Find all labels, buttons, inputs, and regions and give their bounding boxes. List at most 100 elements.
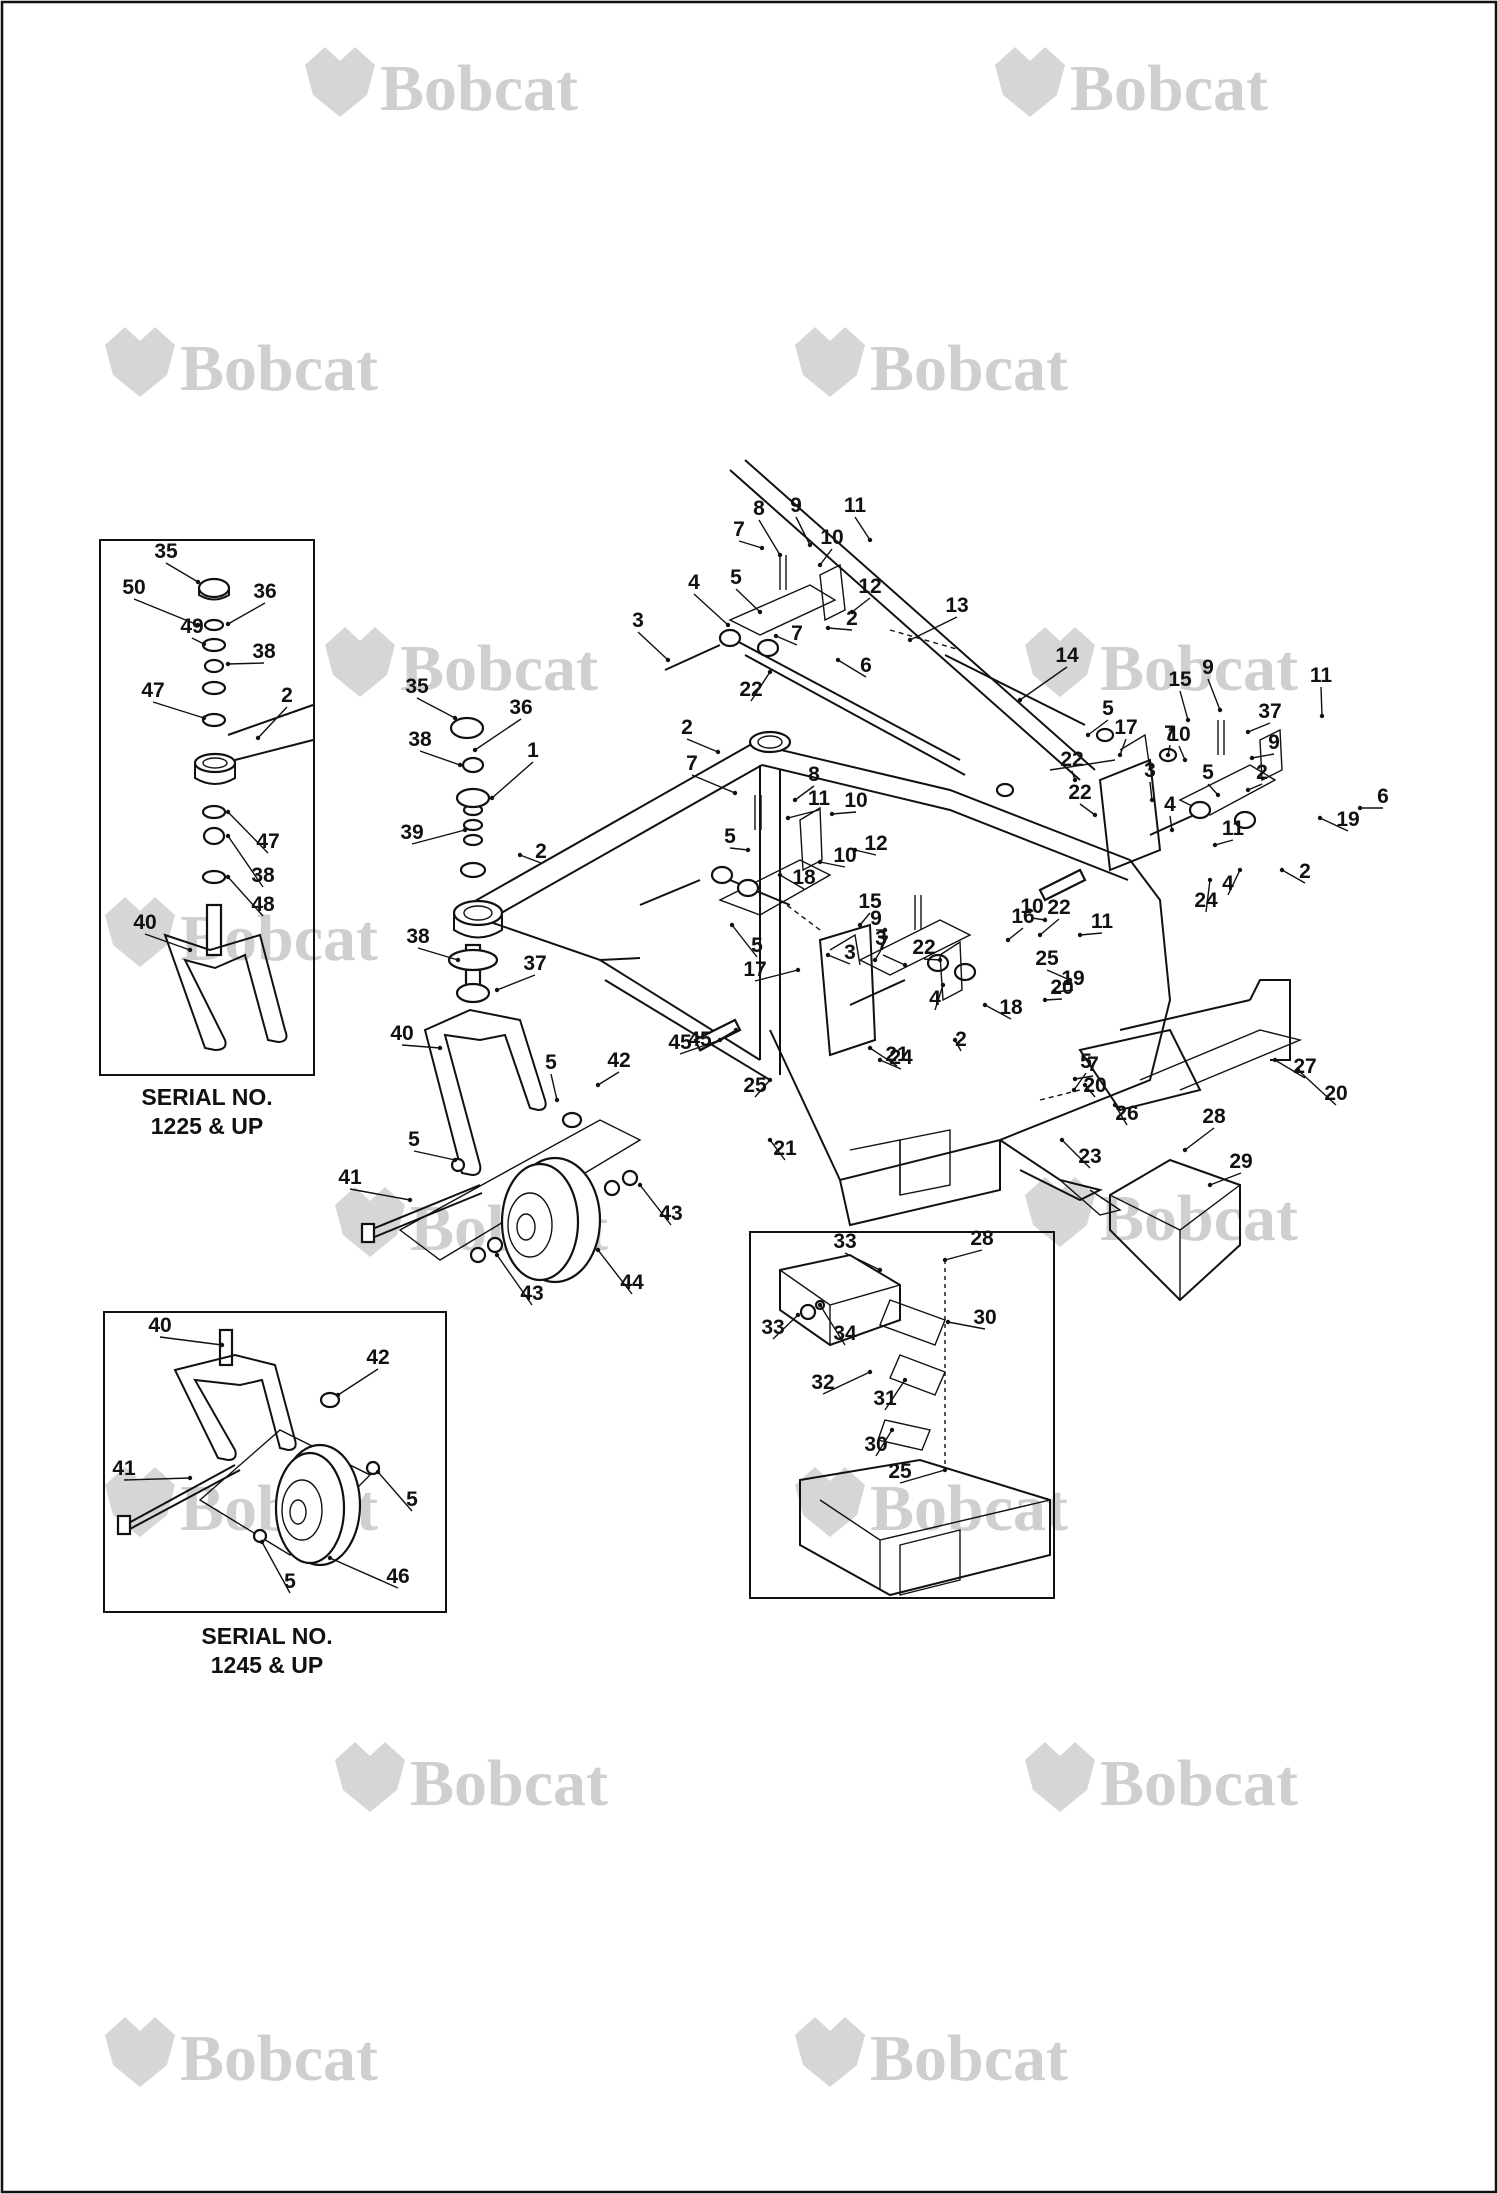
- callout-leader: [227, 662, 265, 665]
- callout-number: 38: [406, 925, 430, 948]
- callout-number: 43: [659, 1202, 682, 1225]
- callout-leader: [769, 1139, 786, 1161]
- callout-leader: [1074, 1075, 1094, 1080]
- callout-number: 12: [864, 832, 887, 855]
- cap-plug: [449, 716, 485, 740]
- callout-number: 42: [366, 1346, 389, 1369]
- callout-number: 5: [545, 1051, 557, 1074]
- caption-serial-range: 1245 & UP: [211, 1652, 324, 1678]
- callout-leader: [754, 969, 799, 982]
- callout-leader: [1319, 817, 1349, 832]
- part-callout: 19: [1052, 967, 1085, 995]
- callout-number: 2: [1256, 761, 1268, 784]
- callout-number: 37: [1258, 700, 1281, 723]
- callout-number: 11: [844, 494, 867, 517]
- callout-number: 39: [400, 821, 423, 844]
- part-callout: 10: [817, 844, 857, 868]
- callout-leader: [519, 854, 542, 864]
- callout-leader: [597, 1249, 633, 1295]
- callout-number: 9: [1202, 656, 1214, 679]
- callout-leader: [934, 984, 944, 1011]
- part-callout: 47: [225, 809, 280, 854]
- callout-leader: [1207, 678, 1221, 711]
- part-callout: 32: [811, 1369, 873, 1395]
- callout-leader: [772, 1314, 799, 1340]
- part-callout: 26: [1112, 1102, 1139, 1126]
- part-callout: 15: [857, 890, 882, 928]
- callout-number: 10: [1167, 723, 1190, 746]
- watermark-text: Bobcat: [180, 332, 378, 405]
- callout-number: 47: [141, 679, 164, 702]
- callout-number: 7: [686, 752, 698, 775]
- part-callout: 36: [472, 696, 533, 753]
- part-callout: 10: [829, 789, 868, 817]
- callout-leader: [1227, 869, 1241, 896]
- part-callout: 23: [1059, 1137, 1102, 1169]
- part-callout: 33: [761, 1312, 801, 1340]
- inset-guard: [749, 1231, 1055, 1599]
- callout-leader: [884, 1379, 906, 1411]
- callout-number: 35: [405, 675, 429, 698]
- callout-leader: [419, 750, 461, 766]
- callout-number: 15: [1168, 668, 1192, 691]
- callout-leader: [787, 809, 820, 819]
- callout-number: 6: [860, 654, 872, 677]
- part-callout: 17: [1114, 716, 1138, 758]
- watermark-text: Bobcat: [1100, 1747, 1298, 1820]
- callout-number: 2: [535, 840, 547, 863]
- callout-leader: [944, 1249, 983, 1261]
- part-callout: 3: [825, 941, 856, 965]
- callout-leader: [693, 593, 729, 626]
- part-callout: 22: [1060, 748, 1084, 783]
- part-callout: 41: [112, 1457, 193, 1481]
- callout-number: 7: [733, 518, 745, 541]
- part-callout: 10: [1167, 723, 1191, 763]
- callout-number: 5: [408, 1128, 420, 1151]
- watermark: Bobcat: [995, 47, 1268, 125]
- callout-leader: [1087, 719, 1109, 736]
- callout-number: 22: [1047, 896, 1070, 919]
- callout-leader: [1274, 1059, 1306, 1079]
- callout-number: 7: [791, 622, 803, 645]
- callout-leader: [416, 697, 456, 719]
- callout-number: 25: [743, 1074, 767, 1097]
- callout-number: 21: [773, 1137, 797, 1160]
- callout-number: 22: [912, 936, 935, 959]
- callout-number: 7: [1164, 722, 1176, 745]
- part-callout: 5: [259, 1539, 296, 1594]
- part-callout: 42: [335, 1346, 390, 1398]
- callout-leader: [1046, 969, 1071, 981]
- callout-number: 5: [406, 1488, 418, 1511]
- callout-leader: [491, 761, 534, 799]
- part-callout: 20: [1082, 1074, 1107, 1098]
- part-callout: 11: [1310, 664, 1332, 719]
- part-callout: 7: [733, 518, 765, 551]
- callout-leader: [909, 616, 958, 641]
- part-callout: 11: [1212, 817, 1244, 848]
- watermark: Bobcat: [105, 2017, 378, 2095]
- callout-leader: [819, 861, 846, 868]
- part-callout: 13: [907, 594, 969, 643]
- part-callout: 5: [545, 1051, 560, 1103]
- part-callout: 9: [1202, 656, 1223, 713]
- callout-leader: [837, 659, 867, 678]
- callout-number: 41: [112, 1457, 136, 1480]
- callout-leader: [750, 671, 771, 702]
- callout-number: 42: [607, 1049, 630, 1072]
- callout-number: 49: [180, 615, 203, 638]
- part-callout: 28: [1182, 1105, 1226, 1153]
- callout-leader: [859, 912, 871, 926]
- part-callout: 2: [1245, 761, 1268, 793]
- callout-leader: [1044, 998, 1063, 1001]
- callout-leader: [875, 1429, 893, 1457]
- watermark-text: Bobcat: [870, 332, 1068, 405]
- part-callout: 6: [835, 654, 872, 678]
- part-callout: 40: [133, 911, 193, 953]
- callout-number: 2: [1299, 860, 1311, 883]
- watermark-text: Bobcat: [410, 1747, 608, 1820]
- callout-number: 10: [844, 789, 867, 812]
- callout-leader: [1019, 666, 1068, 701]
- part-callout: 40: [390, 1022, 443, 1051]
- inset-caster-1245: [103, 1311, 447, 1613]
